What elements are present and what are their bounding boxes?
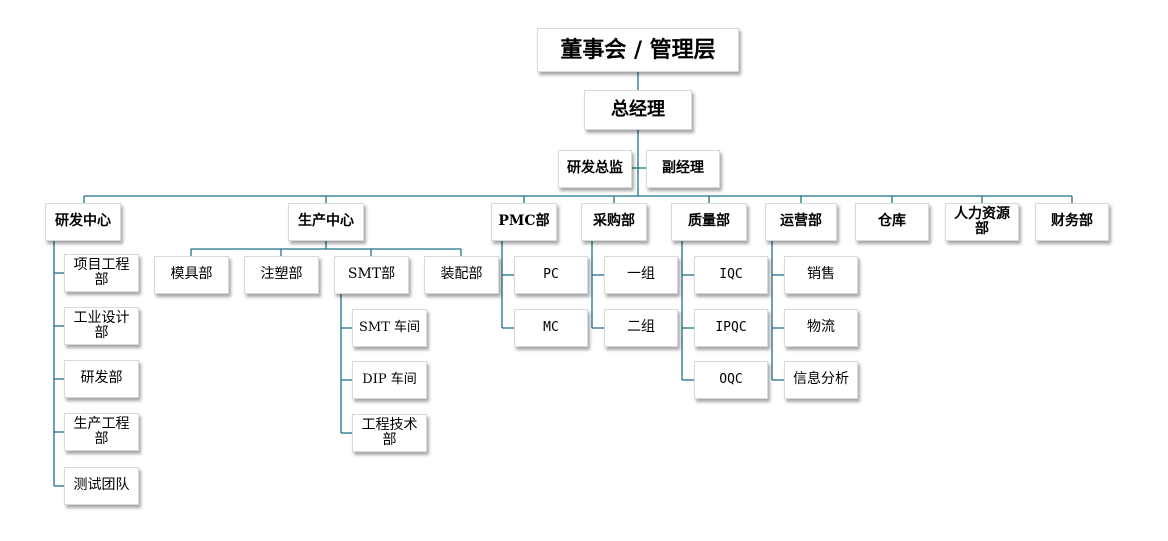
board-node: 董事会 / 管理层: [537, 28, 739, 72]
production-center-node: 生产中心: [288, 203, 364, 241]
logistics-node: 物流: [784, 309, 858, 347]
ipqc-node: IPQC: [694, 309, 768, 347]
industrial-design-node: 工业设计部: [64, 307, 139, 345]
deputy-manager-node: 副经理: [646, 150, 720, 188]
operations-dept-node: 运营部: [765, 203, 837, 241]
info-analysis-node: 信息分析: [784, 361, 858, 399]
pc-node: PC: [514, 256, 588, 294]
oqc-node: OQC: [694, 361, 768, 399]
mold-dept-node: 模具部: [154, 256, 229, 294]
production-engineering-node: 生产工程部: [64, 413, 139, 451]
general-manager-node: 总经理: [584, 90, 692, 130]
group-one-node: 一组: [604, 256, 678, 294]
project-engineering-node: 项目工程部: [64, 254, 139, 292]
quality-dept-node: 质量部: [671, 203, 747, 241]
engineering-tech-node: 工程技术部: [352, 414, 427, 452]
test-team-node: 测试团队: [64, 467, 139, 505]
rd-center-node: 研发中心: [45, 203, 121, 241]
dip-workshop-node: DIP 车间: [352, 361, 427, 399]
iqc-node: IQC: [694, 256, 768, 294]
assembly-dept-node: 装配部: [424, 256, 499, 294]
sales-node: 销售: [784, 256, 858, 294]
group-two-node: 二组: [604, 309, 678, 347]
rd-dept-node: 研发部: [64, 360, 139, 398]
smt-workshop-node: SMT 车间: [352, 309, 427, 347]
finance-dept-node: 财务部: [1035, 203, 1109, 241]
mc-node: MC: [514, 309, 588, 347]
purchasing-dept-node: 采购部: [581, 203, 647, 241]
pmc-dept-node: PMC部: [491, 203, 557, 241]
rd-director-node: 研发总监: [558, 150, 632, 188]
smt-dept-node: SMT部: [334, 256, 409, 294]
hr-dept-node: 人力资源部: [945, 203, 1019, 241]
injection-dept-node: 注塑部: [244, 256, 319, 294]
warehouse-node: 仓库: [855, 203, 929, 241]
